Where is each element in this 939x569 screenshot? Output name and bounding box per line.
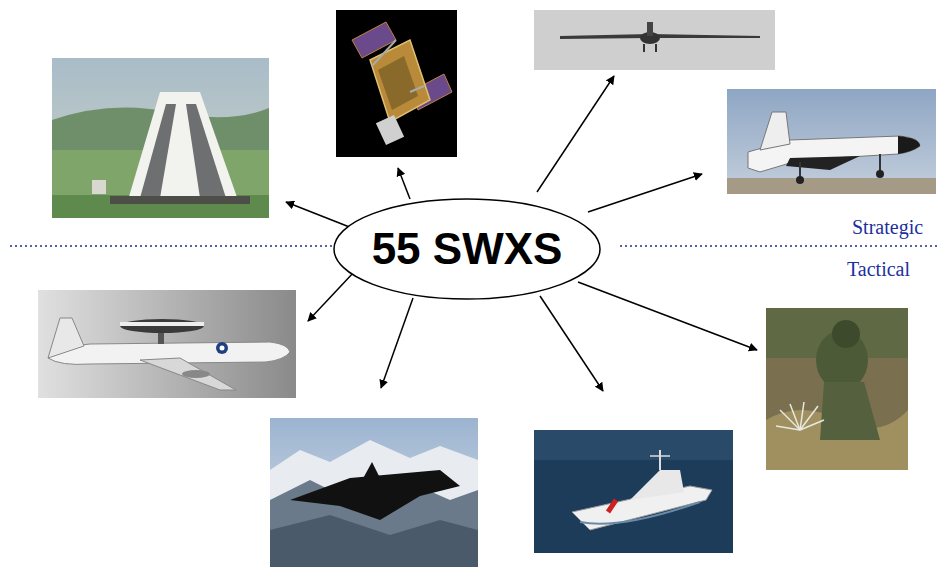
- pointer-arrow: [286, 202, 352, 228]
- space-shuttle-photo: [727, 89, 936, 194]
- stealth-fighter-photo: [270, 418, 478, 567]
- ship-photo: [534, 430, 733, 553]
- pointer-arrow: [398, 168, 410, 199]
- pointer-arrow: [537, 76, 614, 192]
- soldier-photo: [766, 308, 908, 470]
- satellite-photo: [336, 10, 457, 157]
- divider-line: [10, 245, 338, 247]
- pointer-arrow: [540, 296, 603, 391]
- tier-label: Tactical: [845, 258, 912, 281]
- pointer-arrows: [286, 76, 757, 391]
- divider-line: [620, 245, 939, 247]
- tier-label: Strategic: [850, 216, 925, 239]
- pointer-arrow: [308, 272, 354, 321]
- node-label: 55 SWXS: [372, 224, 563, 274]
- pointer-arrow: [578, 282, 757, 350]
- pointer-arrow: [381, 298, 413, 388]
- pointer-arrow: [588, 174, 702, 212]
- awacs-aircraft-photo: [38, 290, 296, 398]
- center-ellipse: 55 SWXS: [333, 198, 601, 300]
- u2-aircraft-photo: [534, 10, 775, 70]
- radar-photo: [52, 58, 269, 218]
